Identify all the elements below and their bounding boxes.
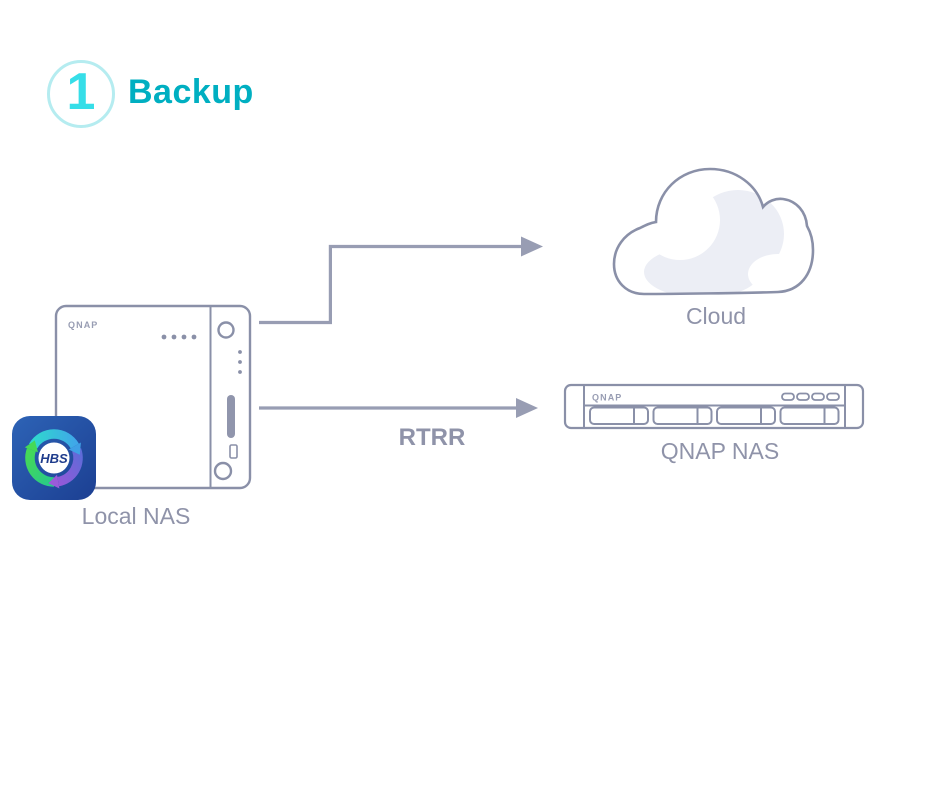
arrow-to-cloud (259, 236, 543, 325)
local-nas-illustration: QNAP (54, 304, 252, 490)
cloud-body (614, 169, 813, 294)
qnap-nas-label: QNAP NAS (660, 438, 780, 464)
nas-vent-dots (161, 334, 197, 340)
cloud-icon (612, 167, 815, 296)
hbs-icon-center (38, 442, 70, 474)
qnap-nas-rack-illustration: QNAP (563, 383, 865, 430)
step-title: Backup (128, 73, 254, 111)
arrow-to-qnap-nas (259, 398, 538, 418)
drive-bay (716, 406, 776, 425)
arrowhead-to-cloud (521, 236, 543, 257)
power-button (217, 321, 235, 339)
local-nas-brand-logo: QNAP (68, 320, 98, 330)
arrowhead-to-qnap-nas (516, 398, 538, 418)
hbs-app-icon: HBS (12, 416, 96, 500)
drive-bay (779, 406, 840, 425)
hbs-swirl-arrowheads (24, 440, 81, 489)
drive-bay (652, 406, 713, 425)
nas-chassis (54, 304, 252, 490)
hbs-sync-swirl-icon (25, 429, 83, 487)
qnap-nas-brand-logo: QNAP (592, 393, 622, 403)
hbs-icon-text: HBS (40, 451, 68, 466)
step-number: 1 (66, 63, 96, 121)
status-led-dots (238, 350, 242, 374)
rtrr-label: RTRR (398, 424, 466, 451)
drive-bay (589, 406, 649, 425)
step-number-badge: 1 (47, 60, 115, 128)
usb-port (229, 444, 238, 459)
copy-button (213, 461, 233, 481)
cloud-label: Cloud (685, 303, 747, 329)
usb-slot (227, 395, 235, 438)
cloud-outline (612, 167, 815, 296)
local-nas-label: Local NAS (81, 503, 191, 529)
rack-drive-bays (589, 406, 840, 425)
rack-led-pills (781, 392, 840, 401)
